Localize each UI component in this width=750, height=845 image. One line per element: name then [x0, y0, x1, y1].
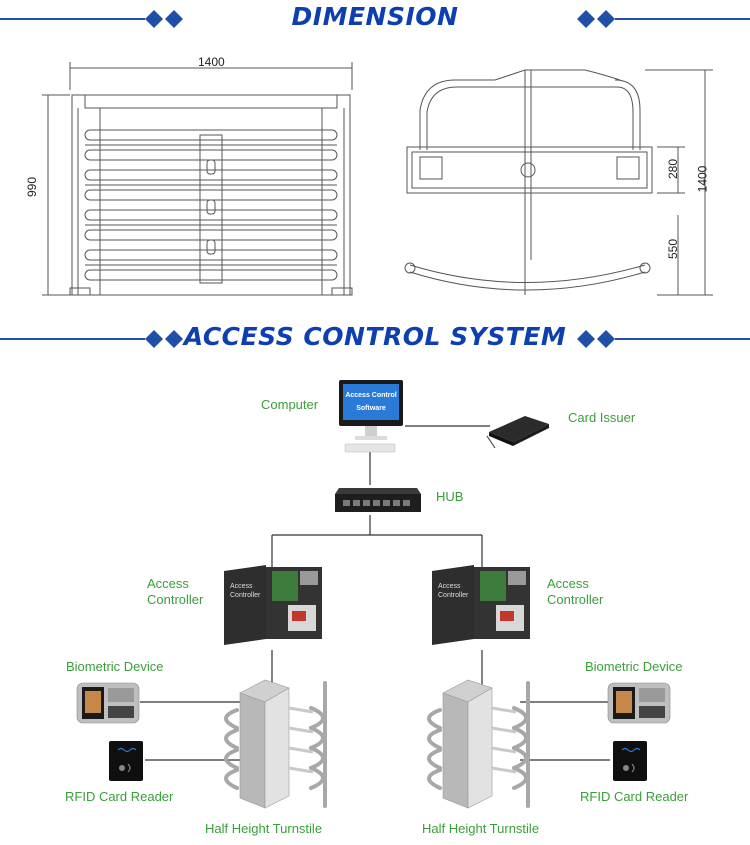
rfid-right-label: RFID Card Reader [580, 789, 689, 804]
rfid-right-icon [613, 741, 647, 781]
front-height-label: 990 [25, 176, 40, 198]
turnstile-right-icon [427, 679, 530, 809]
biometric-right-icon [607, 682, 671, 724]
access-controller-left-label: Access Controller [147, 576, 204, 607]
front-view-drawing [42, 62, 353, 296]
hub-icon [335, 488, 421, 512]
dimension-banner: DIMENSION [0, 0, 750, 40]
dimension-title: DIMENSION [291, 2, 459, 31]
computer-icon [339, 380, 403, 453]
biometric-right-label: Biometric Device [585, 659, 683, 674]
side-lower-height-label: 550 [666, 238, 681, 260]
biometric-left-icon [76, 682, 140, 724]
access-controller-left-icon [224, 565, 322, 645]
side-total-height-label: 1400 [695, 165, 710, 193]
screen-text-2: Software [356, 405, 386, 412]
connection-lines [140, 425, 610, 761]
controller-box-label-right: Access Controller [438, 583, 469, 599]
screen-text-1: Access Control [345, 392, 397, 399]
hub-label: HUB [436, 489, 464, 504]
rfid-left-label: RFID Card Reader [65, 789, 174, 804]
side-view-drawing [404, 69, 713, 296]
side-gate-height-label: 280 [666, 158, 681, 180]
turnstile-right-label: Half Height Turnstile [422, 821, 540, 836]
banner-decoration [0, 10, 750, 28]
biometric-left-label: Biometric Device [66, 659, 164, 674]
access-controller-right-icon [432, 565, 530, 645]
access-title: ACCESS CONTROL SYSTEM [183, 322, 567, 351]
turnstile-left-label: Half Height Turnstile [205, 821, 323, 836]
banner-decoration [0, 330, 750, 348]
access-banner: ACCESS CONTROL SYSTEM [0, 320, 750, 360]
card-issuer-label: Card Issuer [568, 410, 636, 425]
access-controller-right-label: Access Controller [547, 576, 604, 607]
rfid-left-icon [109, 741, 143, 781]
computer-label: Computer [261, 397, 319, 412]
card-issuer-icon [486, 416, 549, 449]
turnstile-left-icon [224, 679, 327, 809]
controller-box-label-left: Access Controller [230, 583, 261, 599]
front-width-label: 1400 [198, 55, 225, 69]
